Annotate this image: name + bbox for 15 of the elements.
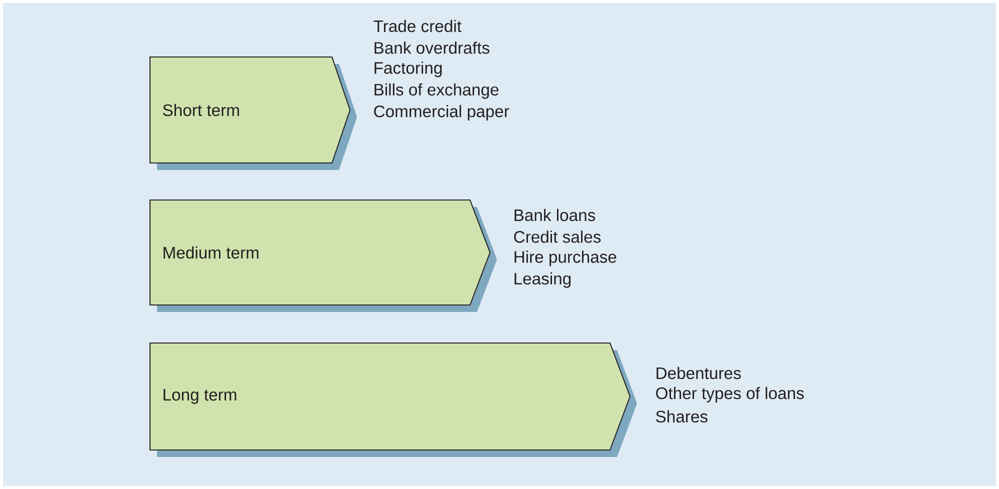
list-item: Other types of loans	[656, 386, 804, 402]
list-item: Bills of exchange	[374, 83, 498, 99]
arrow-box: Short term	[149, 56, 357, 170]
list-item: Hire purchase	[514, 250, 616, 266]
arrow-box: Long term	[149, 342, 637, 457]
list-item: Factoring	[374, 62, 442, 78]
list-item: Trade credit	[374, 20, 462, 32]
list-item: Shares	[656, 410, 708, 423]
arrow-box: Medium term	[149, 199, 497, 312]
list-item: Debentures	[656, 366, 741, 380]
list-item: Credit sales	[514, 230, 601, 243]
list-item: Leasing	[514, 272, 571, 288]
list-item: Commercial paper	[374, 105, 510, 121]
list-item: Bank overdrafts	[374, 42, 490, 54]
list-item: Bank loans	[514, 208, 596, 222]
